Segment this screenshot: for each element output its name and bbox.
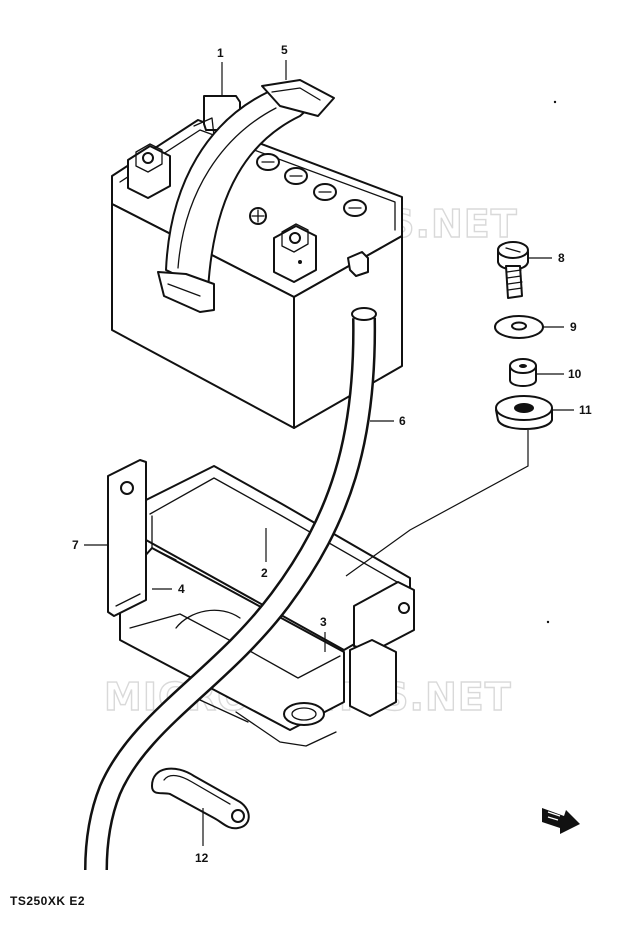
callout-12: 12	[195, 851, 209, 865]
vent-hose-part[interactable]	[84, 307, 377, 871]
callout-10: 10	[568, 367, 582, 381]
callout-8: 8	[558, 251, 565, 265]
callout-6: 6	[399, 414, 406, 428]
callout-9: 9	[570, 320, 577, 334]
bolt-part[interactable]	[497, 241, 529, 299]
callout-4: 4	[178, 582, 185, 596]
callout-2: 2	[261, 566, 268, 580]
callout-5: 5	[281, 43, 288, 57]
washer-part[interactable]	[494, 315, 544, 339]
callout-3: 3	[320, 615, 327, 629]
callout-1: 1	[217, 46, 224, 60]
filler-cap-row	[256, 153, 367, 217]
collar-part[interactable]	[509, 358, 537, 387]
model-code-label: TS250XK E2	[10, 894, 86, 908]
leader-lines	[84, 60, 574, 846]
callout-11: 11	[579, 403, 592, 417]
cushion-part[interactable]	[495, 395, 553, 430]
front-direction-arrow-icon	[542, 808, 580, 834]
battery-strap-part[interactable]	[157, 79, 335, 313]
battery-part[interactable]	[111, 95, 403, 429]
callout-7: 7	[72, 538, 79, 552]
hose-clamp-part[interactable]	[151, 767, 250, 830]
